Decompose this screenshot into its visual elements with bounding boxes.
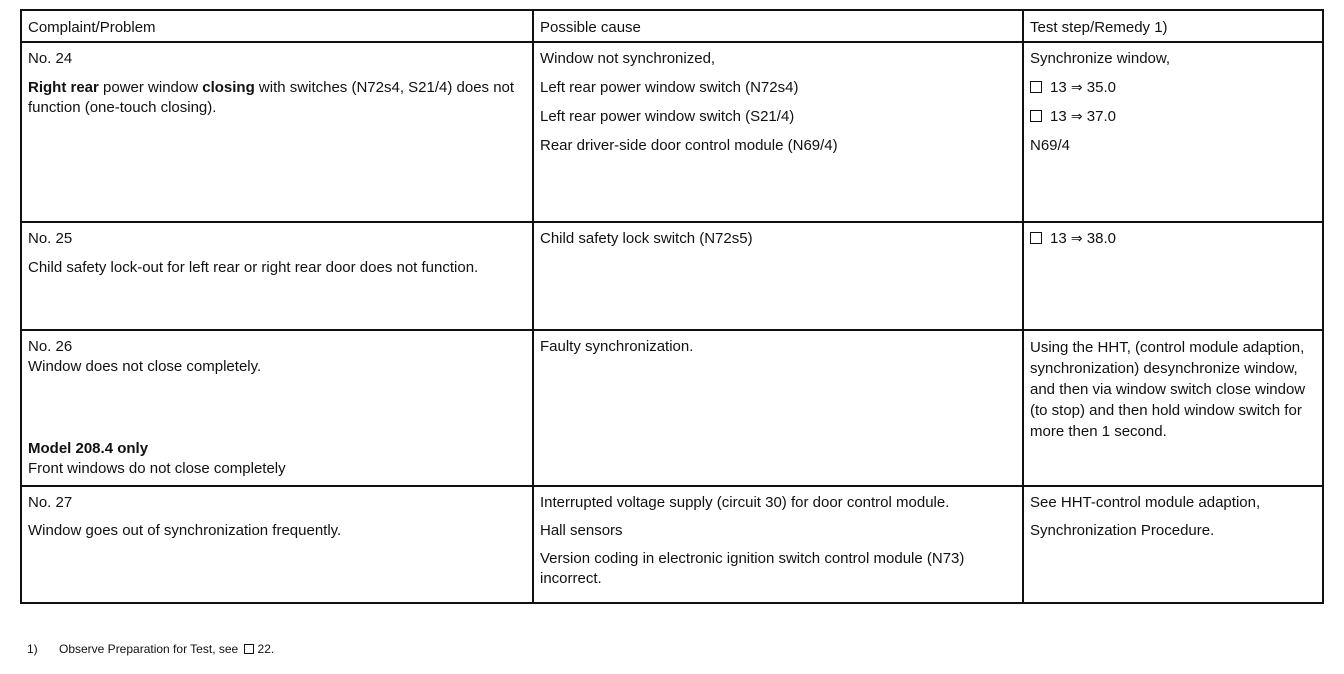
table-row: No. 26 Window does not close completely.… — [20, 329, 1324, 487]
right-double-arrow-icon: ⇒ — [1070, 80, 1083, 96]
problem-description: Right rear power window closing with swi… — [28, 78, 526, 118]
table-row: No. 24 Right rear power window closing w… — [20, 41, 1324, 223]
cause-cell: Child safety lock switch (N72s5) — [532, 221, 1024, 331]
footnote-marker: 1) — [27, 642, 38, 656]
remedy-cell: Synchronize window, 13 ⇒ 35.0 13 ⇒ 37.0 … — [1022, 41, 1324, 223]
cause-item: Hall sensors — [540, 522, 623, 539]
remedy-text: Synchronization Procedure. — [1030, 522, 1215, 539]
remedy-text: Synchronize window, — [1030, 50, 1171, 67]
table-row: No. 25 Child safety lock-out for left re… — [20, 221, 1324, 331]
remedy-reference[interactable]: 13 ⇒ 38.0 — [1030, 229, 1316, 249]
footnote: 1) Observe Preparation for Test, see 22. — [27, 642, 274, 656]
remedy-text: Using the HHT, (control module adaption,… — [1030, 339, 1306, 440]
cause-item: Child safety lock switch (N72s5) — [540, 230, 753, 247]
description-text: power window — [98, 79, 203, 96]
problem-number: No. 25 — [28, 230, 73, 247]
cause-item: Interrupted voltage supply (circuit 30) … — [540, 494, 950, 511]
model-description: Front windows do not close completely — [28, 460, 286, 477]
square-reference-icon — [243, 644, 254, 654]
header-row: Complaint/Problem Possible cause Test st… — [20, 9, 1324, 43]
problem-description: Child safety lock-out for left rear or r… — [28, 259, 479, 276]
footnote-reference[interactable]: 22. — [257, 642, 275, 656]
header-cause: Possible cause — [532, 9, 1024, 43]
model-label: Model 208.4 only — [28, 440, 149, 457]
problem-description: Window does not close completely. — [28, 358, 262, 375]
square-reference-icon — [1030, 110, 1042, 122]
complaint-cell: No. 26 Window does not close completely.… — [20, 329, 534, 487]
cause-item: Window not synchronized, — [540, 50, 716, 67]
cause-item: Version coding in electronic ignition sw… — [540, 550, 965, 587]
diagnosis-table: Complaint/Problem Possible cause Test st… — [20, 9, 1324, 604]
remedy-text: N69/4 — [1030, 137, 1071, 154]
complaint-cell: No. 24 Right rear power window closing w… — [20, 41, 534, 223]
remedy-reference[interactable]: 13 ⇒ 37.0 — [1030, 107, 1316, 127]
cause-item: Rear driver-side door control module (N6… — [540, 137, 838, 154]
problem-number: No. 24 — [28, 50, 73, 67]
complaint-cell: No. 25 Child safety lock-out for left re… — [20, 221, 534, 331]
problem-number: No. 27 — [28, 494, 73, 511]
footnote-text: Observe Preparation for Test, see — [59, 642, 239, 656]
spacer — [28, 377, 526, 439]
header-remedy: Test step/Remedy 1) — [1022, 9, 1324, 43]
emphasis-text: closing — [202, 79, 255, 96]
right-double-arrow-icon: ⇒ — [1070, 109, 1083, 125]
cause-cell: Window not synchronized, Left rear power… — [532, 41, 1024, 223]
problem-number: No. 26 — [28, 338, 73, 355]
header-complaint: Complaint/Problem — [20, 9, 534, 43]
problem-description: Window goes out of synchronization frequ… — [28, 522, 342, 539]
square-reference-icon — [1030, 81, 1042, 93]
cause-item: Left rear power window switch (N72s4) — [540, 79, 799, 96]
square-reference-icon — [1030, 232, 1042, 244]
cause-item: Left rear power window switch (S21/4) — [540, 108, 795, 125]
cause-item: Faulty synchronization. — [540, 338, 694, 355]
remedy-cell: See HHT-control module adaption, Synchro… — [1022, 485, 1324, 604]
cause-cell: Interrupted voltage supply (circuit 30) … — [532, 485, 1024, 604]
table-row: No. 27 Window goes out of synchronizatio… — [20, 485, 1324, 604]
remedy-text: See HHT-control module adaption, — [1030, 494, 1261, 511]
complaint-cell: No. 27 Window goes out of synchronizatio… — [20, 485, 534, 604]
description-text: with switches (N72s4, S21/4) does not fu… — [28, 79, 515, 116]
right-double-arrow-icon: ⇒ — [1070, 231, 1083, 247]
emphasis-text: Right rear — [28, 79, 99, 96]
remedy-cell: Using the HHT, (control module adaption,… — [1022, 329, 1324, 487]
cause-cell: Faulty synchronization. — [532, 329, 1024, 487]
remedy-reference[interactable]: 13 ⇒ 35.0 — [1030, 78, 1316, 98]
remedy-cell: 13 ⇒ 38.0 — [1022, 221, 1324, 331]
